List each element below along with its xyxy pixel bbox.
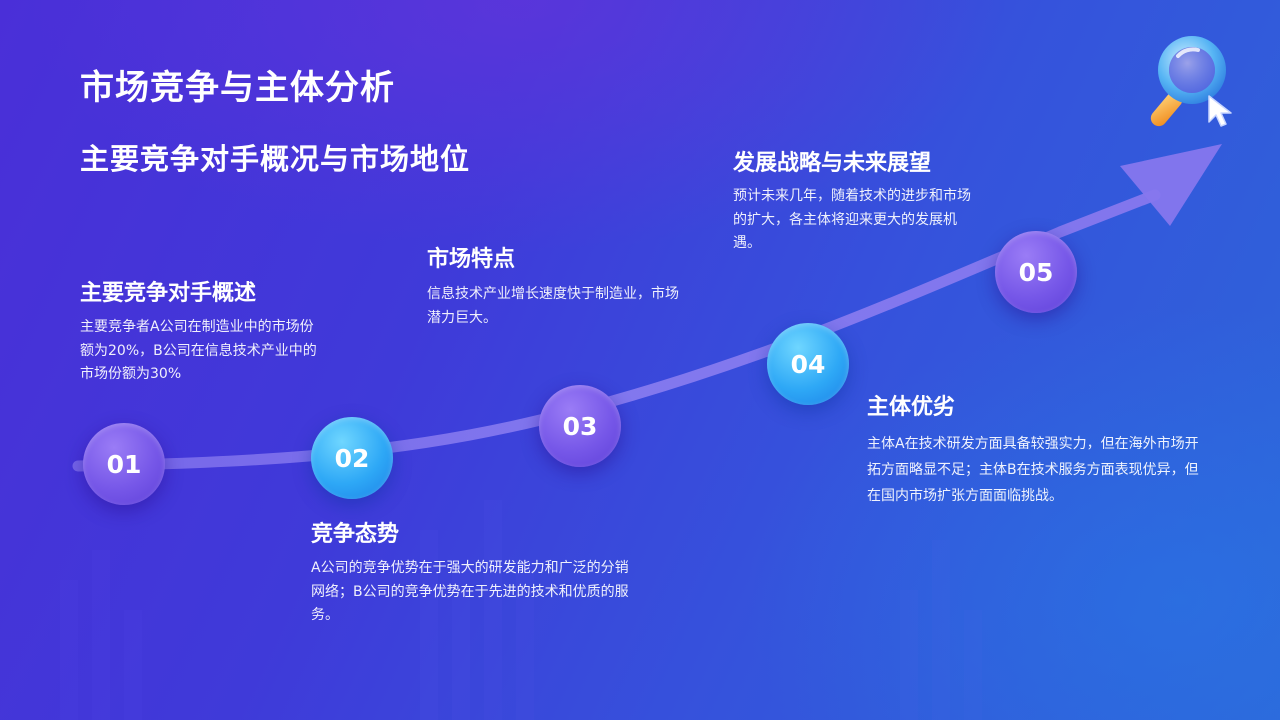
step-02-circle: 02: [311, 417, 393, 499]
step-01-text: 主要竞争者A公司在制造业中的市场份额为20%，B公司在信息技术产业中的市场份额为…: [80, 319, 317, 382]
step-03-circle: 03: [539, 385, 621, 467]
step-01-circle: 01: [83, 423, 165, 505]
step-05-circle: 05: [995, 231, 1077, 313]
step-03-text: 信息技术产业增长速度快于制造业，市场潜力巨大。: [427, 286, 679, 326]
magnifier-with-cursor-icon: [1150, 36, 1232, 127]
step-01-heading: 主要竞争对手概述: [80, 281, 257, 306]
step-05-heading: 发展战略与未来展望: [733, 151, 932, 176]
slide-title: 市场竞争与主体分析: [80, 68, 395, 108]
step-02-text: A公司的竞争优势在于强大的研发能力和广泛的分销网络；B公司的竞争优势在于先进的技…: [311, 560, 629, 623]
step-04-text: 主体A在技术研发方面具备较强实力，但在海外市场开拓方面略显不足；主体B在技术服务…: [867, 436, 1199, 504]
step-04-circle: 04: [767, 323, 849, 405]
step-03-heading: 市场特点: [427, 247, 516, 272]
step-04-heading: 主体优劣: [867, 395, 956, 420]
slide-subtitle: 主要竞争对手概况与市场地位: [80, 142, 471, 176]
step-02-heading: 竞争态势: [311, 522, 400, 547]
step-05-text: 预计未来几年，随着技术的进步和市场的扩大，各主体将迎来更大的发展机遇。: [733, 188, 971, 251]
